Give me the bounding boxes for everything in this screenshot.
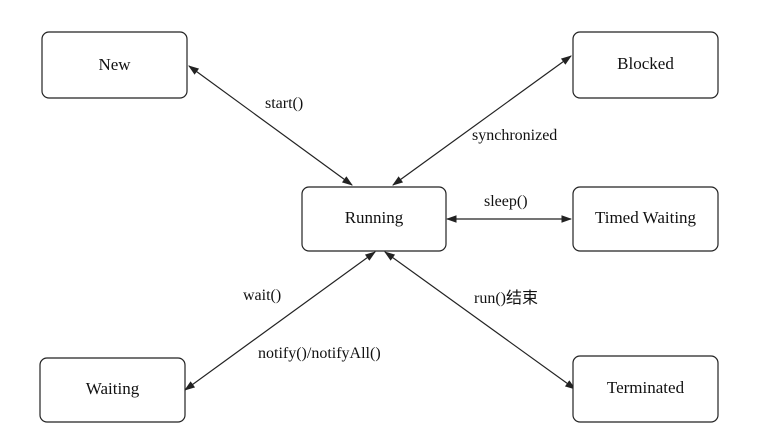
edge-running-terminated	[384, 251, 576, 390]
node-terminated: Terminated	[572, 355, 719, 423]
node-terminated-label: Terminated	[607, 378, 685, 397]
node-waiting-label: Waiting	[86, 379, 140, 398]
edge-label-start: start()	[265, 95, 303, 112]
node-blocked: Blocked	[572, 31, 719, 99]
edge-label-notify: notify()/notifyAll()	[258, 345, 381, 362]
node-running: Running	[301, 186, 447, 252]
node-waiting: Waiting	[39, 357, 186, 423]
node-new: New	[41, 31, 188, 99]
node-timed-waiting: Timed Waiting	[572, 186, 719, 252]
node-new-label: New	[98, 55, 131, 74]
edge-label-synchronized: synchronized	[472, 127, 557, 144]
edge-label-run-end: run()结束	[474, 289, 538, 307]
node-blocked-label: Blocked	[617, 54, 674, 73]
edge-label-sleep: sleep()	[484, 193, 528, 210]
node-timed-waiting-label: Timed Waiting	[595, 208, 697, 227]
edge-waiting-running	[184, 251, 376, 391]
edge-label-wait: wait()	[243, 287, 281, 304]
edge-new-running	[188, 65, 353, 186]
node-running-label: Running	[345, 208, 404, 227]
edge-blocked-running	[392, 55, 572, 186]
